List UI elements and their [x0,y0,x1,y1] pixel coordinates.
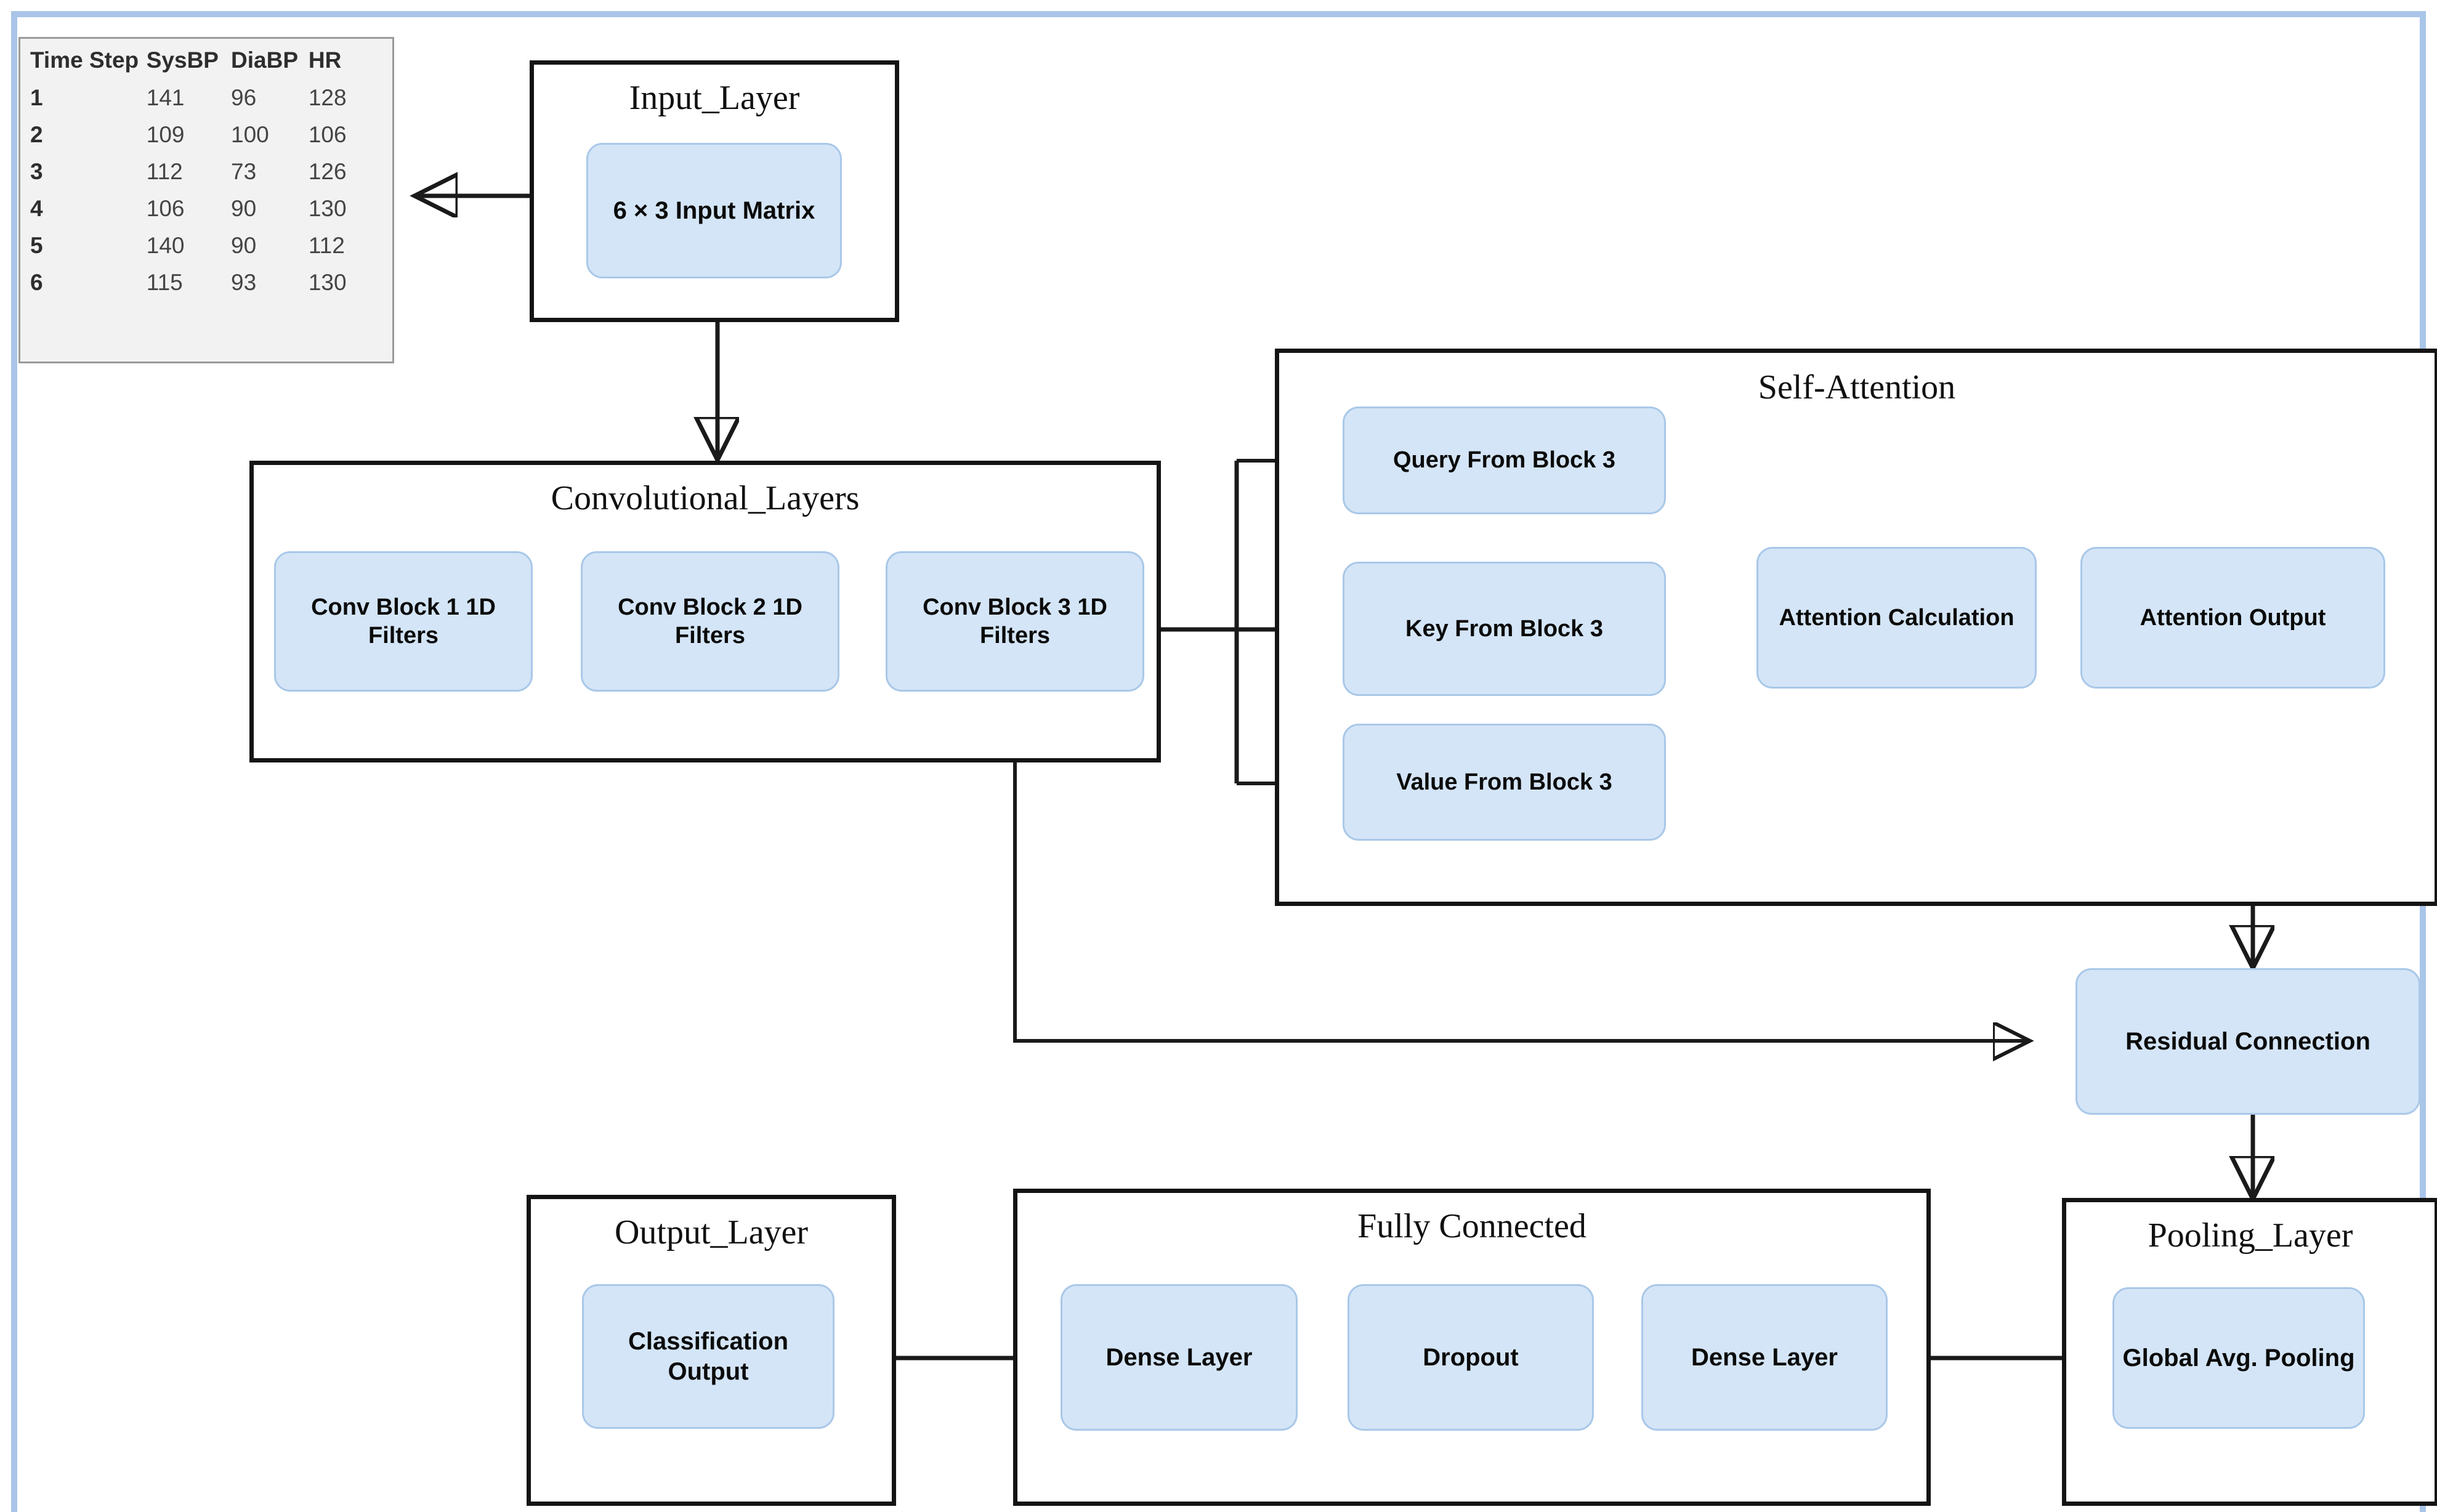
cell-hr: 112 [308,233,345,258]
group-title-fully-connected: Fully Connected [1357,1207,1586,1245]
group-title-input-layer: Input_Layer [629,79,800,117]
group-title-convolutional-layers: Convolutional_Layers [551,479,860,517]
cell-sysbp: 141 [146,85,185,110]
cell-hr: 126 [308,159,347,184]
input-signal-table-panel: Time Step SysBP DiaBP HR 1 141 96 128 2 … [18,37,394,363]
cell-sysbp: 106 [146,196,185,221]
cell-sysbp: 109 [146,122,185,147]
cell-time-step: 4 [30,196,43,221]
cell-time-step: 2 [30,122,43,147]
cell-hr: 106 [308,122,347,147]
node-key-from-block-3[interactable]: Key From Block 3 [1343,562,1666,696]
table-row: 1 141 96 128 [30,79,382,116]
cell-diabp: 100 [231,122,269,147]
cell-sysbp: 140 [146,233,185,258]
table-row: 4 106 90 130 [30,190,382,227]
node-dropout[interactable]: Dropout [1348,1284,1594,1431]
cell-hr: 128 [308,85,347,110]
table-row: 5 140 90 112 [30,227,382,264]
table-row: 6 115 93 130 [30,264,382,301]
node-dense-layer-first[interactable]: Dense Layer [1641,1284,1888,1431]
column-header-diabp: DiaBP [231,47,298,73]
cell-diabp: 73 [231,159,257,184]
cell-time-step: 5 [30,233,43,258]
input-signal-table: Time Step SysBP DiaBP HR 1 141 96 128 2 … [30,47,382,301]
node-dense-layer-final[interactable]: Dense Layer [1061,1284,1298,1431]
cell-sysbp: 115 [146,270,183,295]
cell-time-step: 6 [30,270,43,295]
node-conv-block-1[interactable]: Conv Block 1 1D Filters [274,551,533,692]
column-header-time-step: Time Step [30,47,139,73]
cell-time-step: 1 [30,85,43,110]
node-attention-calculation[interactable]: Attention Calculation [1756,547,2037,689]
cell-diabp: 93 [231,270,257,295]
cell-sysbp: 112 [146,159,183,184]
node-input-matrix[interactable]: 6 × 3 Input Matrix [586,143,842,278]
cell-hr: 130 [308,270,347,295]
cell-diabp: 90 [231,233,257,258]
node-attention-output[interactable]: Attention Output [2080,547,2385,689]
cell-hr: 130 [308,196,347,221]
node-classification-output[interactable]: Classification Output [582,1284,835,1429]
group-title-self-attention: Self-Attention [1758,368,1956,406]
column-header-hr: HR [308,47,342,73]
node-conv-block-3[interactable]: Conv Block 3 1D Filters [886,551,1144,692]
group-title-output-layer: Output_Layer [614,1213,809,1251]
column-header-sysbp: SysBP [146,47,219,73]
table-row: 3 112 73 126 [30,153,382,190]
cell-time-step: 3 [30,159,43,184]
cell-diabp: 90 [231,196,257,221]
node-residual-connection[interactable]: Residual Connection [2075,968,2420,1115]
table-row: 2 109 100 106 [30,116,382,153]
node-global-avg-pooling[interactable]: Global Avg. Pooling [2112,1287,2365,1429]
cell-diabp: 96 [231,85,257,110]
node-value-from-block-3[interactable]: Value From Block 3 [1343,724,1666,841]
group-title-pooling-layer: Pooling_Layer [2148,1216,2353,1255]
node-conv-block-2[interactable]: Conv Block 2 1D Filters [581,551,839,692]
table-header-row: Time Step SysBP DiaBP HR [30,47,382,79]
node-query-from-block-3[interactable]: Query From Block 3 [1343,406,1666,514]
